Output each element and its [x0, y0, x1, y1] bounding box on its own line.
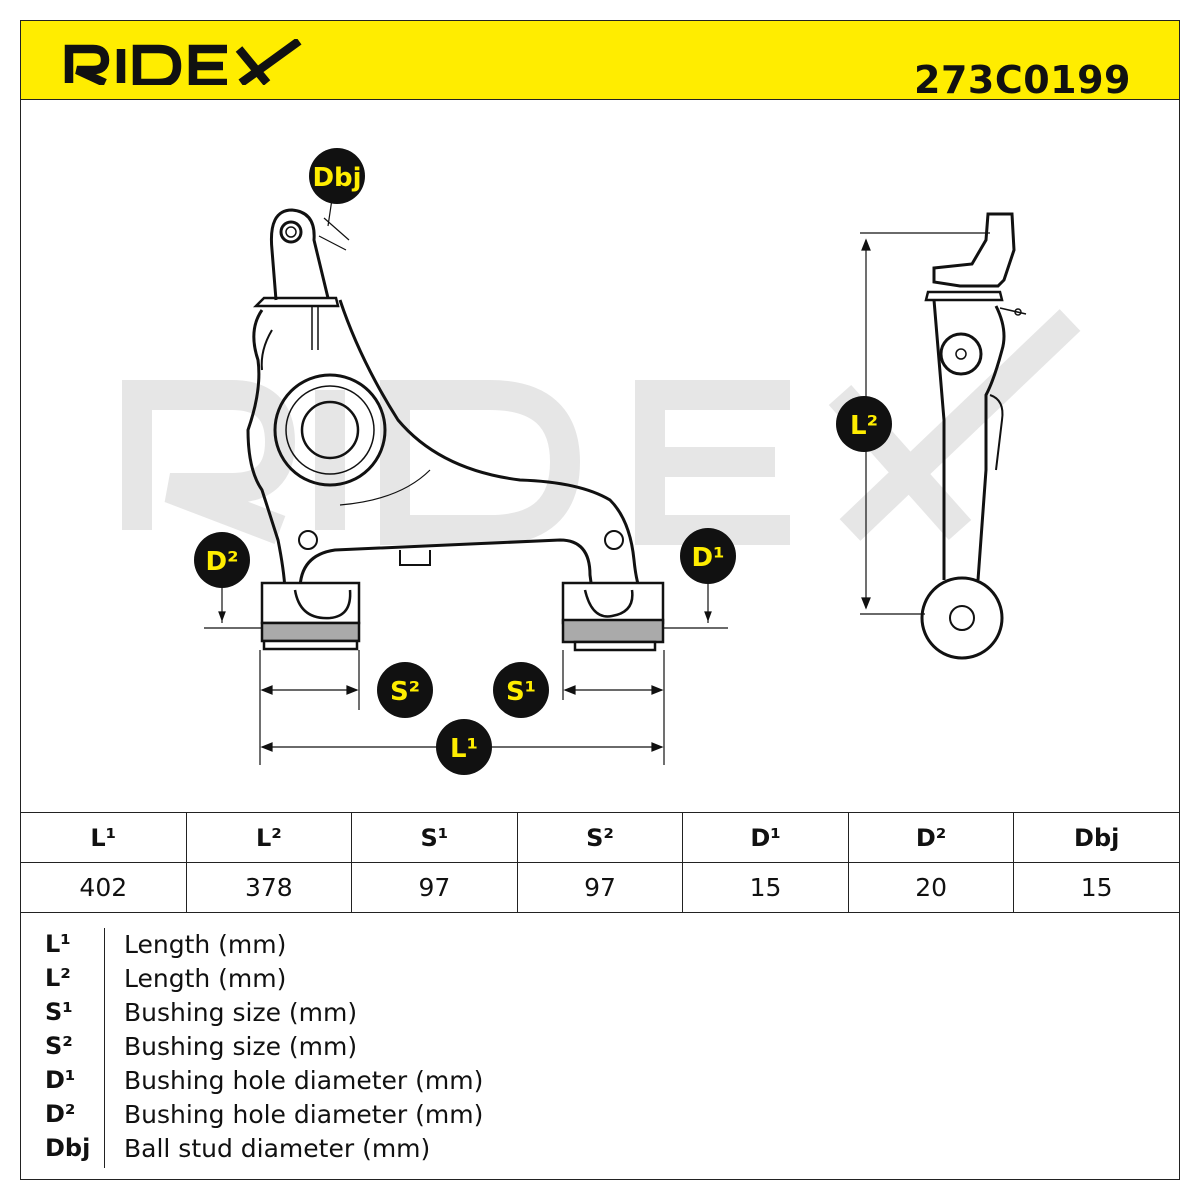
- callout-l1-label: L¹: [450, 734, 478, 764]
- spec-value-d2: 20: [847, 862, 1015, 913]
- legend-row: L² Length (mm): [20, 962, 1180, 996]
- spec-value-d1: 15: [682, 862, 849, 913]
- legend-desc: Bushing size (mm): [124, 998, 358, 1027]
- spec-value-s1: 97: [351, 862, 518, 913]
- spec-header-s1: S¹: [351, 812, 518, 863]
- legend-divider: [104, 928, 105, 1168]
- spec-value-dbj: 15: [1013, 862, 1180, 913]
- callout-s1-label: S¹: [506, 677, 536, 707]
- specs-table: L¹ L² S¹ S² D¹ D² Dbj 402 378 97 97 15 2…: [20, 812, 1180, 913]
- watermark-logo: [122, 309, 1081, 545]
- legend-desc: Length (mm): [124, 930, 287, 959]
- callout-d2-label: D²: [206, 547, 239, 577]
- spec-value-l1: 402: [20, 862, 187, 913]
- legend-key: D¹: [45, 1066, 76, 1094]
- legend-key: S¹: [45, 998, 73, 1026]
- legend-row: D¹ Bushing hole diameter (mm): [20, 1064, 1180, 1098]
- legend-key: S²: [45, 1032, 73, 1060]
- callout-s2-label: S²: [390, 677, 420, 707]
- legend-row: Dbj Ball stud diameter (mm): [20, 1132, 1180, 1166]
- legend-desc: Bushing hole diameter (mm): [124, 1100, 484, 1129]
- legend-row: S² Bushing size (mm): [20, 1030, 1180, 1064]
- control-arm-side-view: [920, 212, 1027, 660]
- callout-l2-label: L²: [850, 411, 878, 441]
- legend-key: L²: [45, 964, 71, 992]
- specs-header-row: L¹ L² S¹ S² D¹ D² Dbj: [20, 812, 1180, 863]
- spec-header-s2: S²: [516, 812, 684, 863]
- legend-row: L¹ Length (mm): [20, 928, 1180, 962]
- callout-d2: D²: [194, 532, 250, 588]
- right-bushing: [561, 581, 665, 652]
- specs-value-row: 402 378 97 97 15 20 15: [20, 862, 1180, 913]
- control-arm-front-view: [246, 208, 642, 591]
- spec-header-d1: D¹: [682, 812, 849, 863]
- legend-key: D²: [45, 1100, 76, 1128]
- legend-desc: Bushing hole diameter (mm): [124, 1066, 484, 1095]
- legend-key: Dbj: [45, 1134, 91, 1162]
- callout-dbj-label: Dbj: [312, 163, 361, 193]
- spec-header-l1: L¹: [20, 812, 187, 863]
- dimension-lines: [204, 198, 990, 765]
- callout-l2: L²: [836, 396, 892, 452]
- callout-dbj: Dbj: [309, 148, 365, 204]
- header-bar: 273C0199: [20, 20, 1180, 102]
- callout-d1-label: D¹: [692, 543, 725, 573]
- legend-desc: Ball stud diameter (mm): [124, 1134, 431, 1163]
- spec-header-d2: D²: [847, 812, 1015, 863]
- callout-d1: D¹: [680, 528, 736, 584]
- technical-drawing: Dbj L² D² D¹ S² S¹ L¹: [122, 148, 1081, 775]
- callout-s2: S²: [377, 662, 433, 718]
- legend-desc: Bushing size (mm): [124, 1032, 358, 1061]
- part-number: 273C0199: [914, 58, 1131, 102]
- ridex-logo: [64, 39, 302, 85]
- spec-header-l2: L²: [185, 812, 353, 863]
- legend-row: D² Bushing hole diameter (mm): [20, 1098, 1180, 1132]
- legend-desc: Length (mm): [124, 964, 287, 993]
- callout-l1: L¹: [436, 719, 492, 775]
- legend-row: S¹ Bushing size (mm): [20, 996, 1180, 1030]
- legend-key: L¹: [45, 930, 71, 958]
- spec-value-s2: 97: [516, 862, 684, 913]
- callout-s1: S¹: [493, 662, 549, 718]
- spec-value-l2: 378: [185, 862, 353, 913]
- left-bushing: [260, 581, 361, 651]
- spec-header-dbj: Dbj: [1013, 812, 1180, 863]
- legend: L¹ Length (mm) L² Length (mm) S¹ Bushing…: [20, 913, 1180, 1180]
